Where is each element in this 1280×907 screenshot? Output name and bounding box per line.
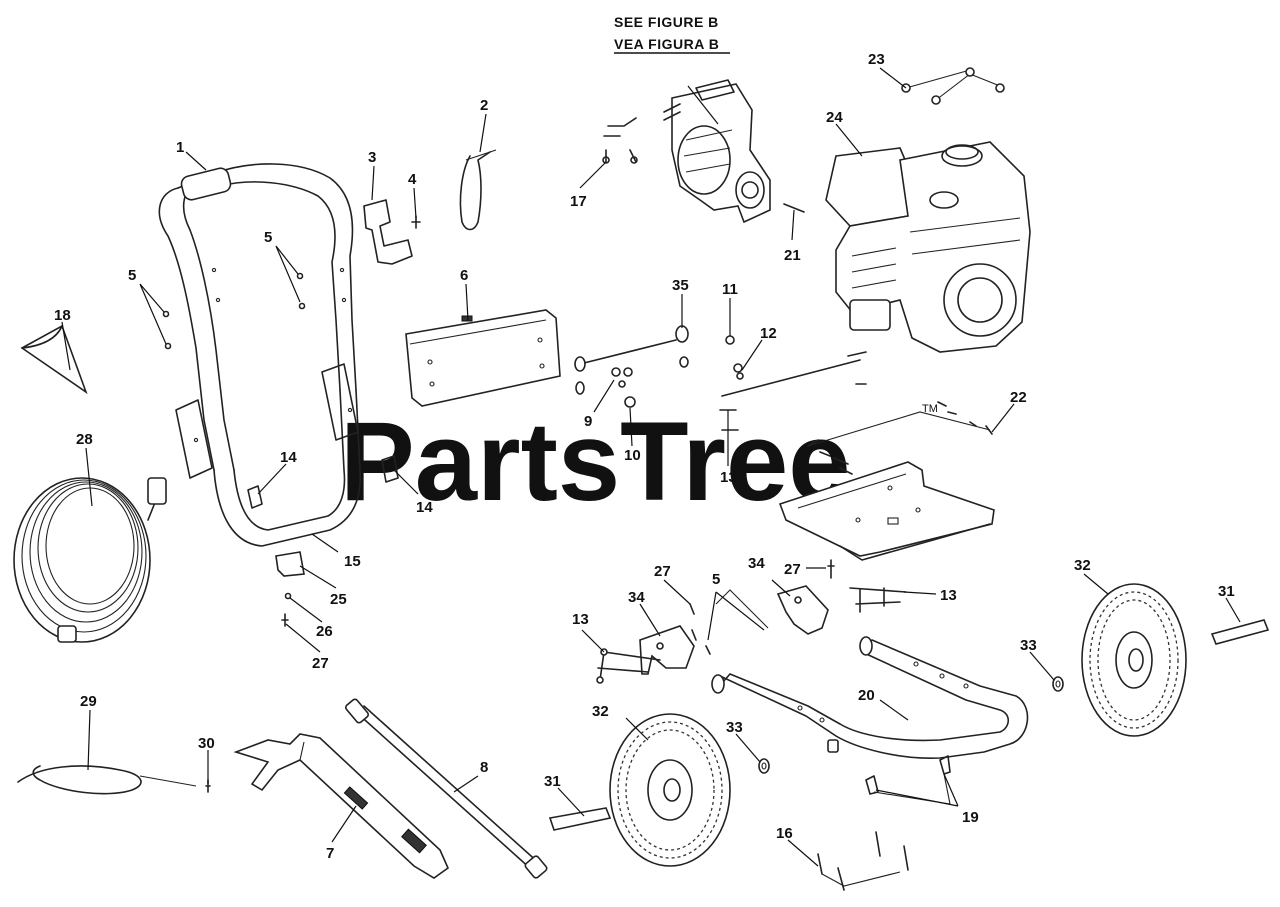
clamp-25 bbox=[275, 551, 305, 577]
callout-21: 21 bbox=[784, 247, 801, 264]
callout-34-right: 34 bbox=[748, 555, 765, 572]
callout-6: 6 bbox=[460, 267, 468, 284]
leader-lines bbox=[61, 67, 1241, 867]
axle-left bbox=[548, 807, 612, 831]
callout-27-center: 27 bbox=[654, 563, 671, 580]
callout-17: 17 bbox=[570, 193, 587, 210]
base-plate bbox=[778, 461, 995, 561]
watermark: PartsTree TM bbox=[340, 399, 938, 524]
callout-27-left: 27 bbox=[312, 655, 329, 672]
high-pressure-hose bbox=[13, 477, 167, 643]
callout-19: 19 bbox=[962, 809, 979, 826]
callout-28: 28 bbox=[76, 431, 93, 448]
callout-16: 16 bbox=[776, 825, 793, 842]
washers-33 bbox=[758, 676, 1064, 774]
spray-wand bbox=[344, 698, 548, 879]
callout-13-left: 13 bbox=[572, 611, 589, 628]
screws-5 bbox=[162, 272, 306, 350]
callout-25: 25 bbox=[330, 591, 347, 608]
hardware-26-27 bbox=[281, 592, 292, 627]
pump-assembly bbox=[663, 79, 771, 224]
callout-22: 22 bbox=[1010, 389, 1027, 406]
callout-29: 29 bbox=[80, 693, 97, 710]
pins-16 bbox=[817, 831, 909, 891]
callout-35: 35 bbox=[672, 277, 689, 294]
callout-30: 30 bbox=[198, 735, 215, 752]
nuts-23 bbox=[901, 67, 1005, 105]
wheel-left bbox=[609, 713, 731, 867]
callout-12: 12 bbox=[760, 325, 777, 342]
callout-13-center: 13 bbox=[720, 469, 737, 486]
gun-bracket bbox=[363, 199, 413, 265]
engine bbox=[825, 141, 1031, 353]
callout-23: 23 bbox=[868, 51, 885, 68]
cleaning-nozzle bbox=[17, 765, 197, 795]
callout-3: 3 bbox=[368, 149, 376, 166]
hose-hook bbox=[459, 149, 497, 231]
callout-34-left: 34 bbox=[628, 589, 645, 606]
callout-5-left: 5 bbox=[128, 267, 136, 284]
callout-33-right: 33 bbox=[1020, 637, 1037, 654]
callout-32-right: 32 bbox=[1074, 557, 1091, 574]
callout-13-right: 13 bbox=[940, 587, 957, 604]
callout-4: 4 bbox=[408, 171, 417, 188]
callout-8: 8 bbox=[480, 759, 488, 776]
watermark-text: PartsTree bbox=[340, 399, 851, 524]
callout-18: 18 bbox=[54, 307, 71, 324]
callout-33-left: 33 bbox=[726, 719, 743, 736]
callout-20: 20 bbox=[858, 687, 875, 704]
callout-1: 1 bbox=[176, 139, 184, 156]
callout-26: 26 bbox=[316, 623, 333, 640]
callout-9: 9 bbox=[584, 413, 592, 430]
callout-5-upper: 5 bbox=[264, 229, 272, 246]
callout-27-right: 27 bbox=[784, 561, 801, 578]
callouts: 1 2 3 4 5 5 5 6 7 8 9 10 11 12 13 13 13 … bbox=[54, 51, 1235, 862]
callout-7: 7 bbox=[326, 845, 334, 862]
watermark-trademark: TM bbox=[922, 403, 938, 415]
callout-10: 10 bbox=[624, 447, 641, 464]
wheel-right bbox=[1081, 583, 1187, 737]
clips-14 bbox=[247, 455, 399, 509]
bolts-13-left bbox=[596, 589, 769, 684]
note-line-2: VEA FIGURA B bbox=[614, 36, 719, 52]
callout-31-left: 31 bbox=[544, 773, 561, 790]
callout-31-right: 31 bbox=[1218, 583, 1235, 600]
handle-frame bbox=[158, 163, 362, 547]
callout-32-left: 32 bbox=[592, 703, 609, 720]
axle-brackets-34 bbox=[639, 585, 829, 675]
callout-5-lower: 5 bbox=[712, 571, 720, 588]
note-line-1: SEE FIGURE B bbox=[614, 14, 719, 30]
callout-24: 24 bbox=[826, 109, 843, 126]
control-panel bbox=[405, 309, 561, 407]
bolts-13-right bbox=[827, 559, 907, 613]
callout-11: 11 bbox=[722, 281, 738, 298]
figure-b-note: SEE FIGURE B VEA FIGURA B bbox=[614, 14, 730, 54]
callout-2: 2 bbox=[480, 97, 488, 114]
callout-14-left: 14 bbox=[280, 449, 297, 466]
throttle-linkage bbox=[574, 325, 867, 431]
pump-bolts-17 bbox=[602, 117, 638, 164]
callout-14-right: 14 bbox=[416, 499, 433, 516]
key-21 bbox=[783, 203, 805, 213]
callout-15: 15 bbox=[344, 553, 361, 570]
bolts-22 bbox=[807, 401, 993, 475]
axle-right bbox=[1210, 619, 1270, 645]
spray-gun bbox=[233, 733, 449, 879]
funnel bbox=[20, 324, 88, 395]
lower-frame bbox=[711, 636, 1029, 760]
